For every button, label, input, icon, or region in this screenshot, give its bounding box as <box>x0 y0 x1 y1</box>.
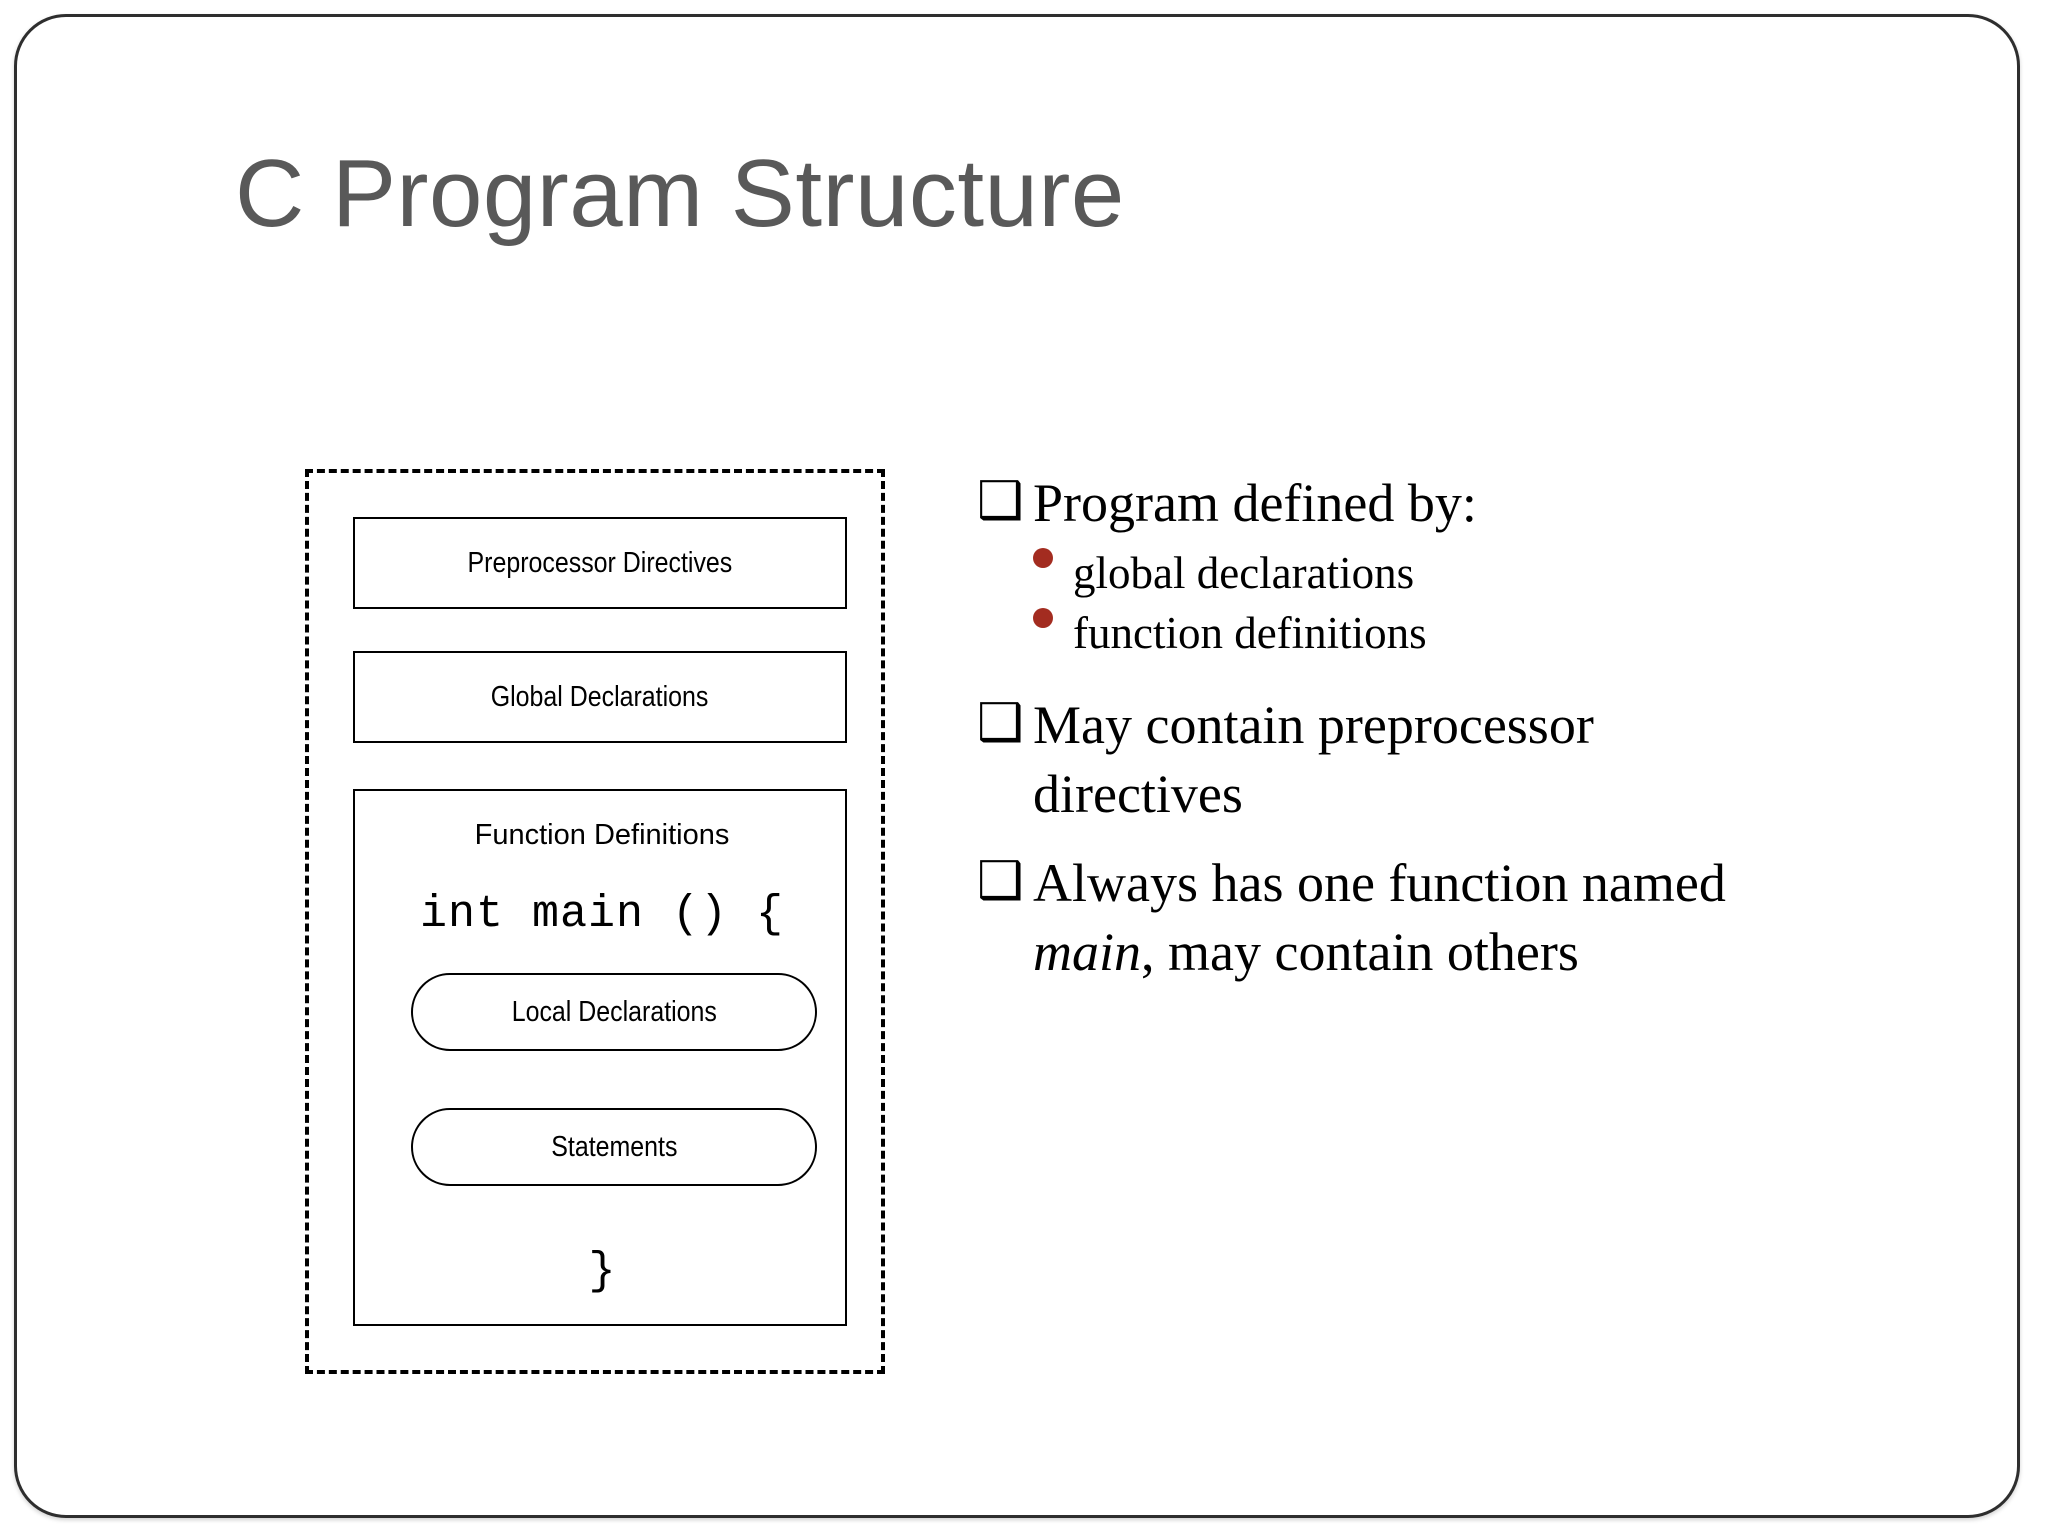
spacer <box>977 835 1807 849</box>
bullet-text: May contain preprocessor directives <box>1033 694 1594 824</box>
bullet-item-may-contain-preprocessor: ❑ May contain preprocessor directives <box>977 691 1807 829</box>
bullet-text-before: Always has one function named <box>1033 853 1726 914</box>
c-program-structure-diagram: Preprocessor Directives Global Declarati… <box>305 469 885 1374</box>
diagram-box-label: Function Definitions <box>355 819 849 852</box>
code-line-main-open: int main () { <box>419 889 785 940</box>
sub-bullet-text: function definitions <box>1073 607 1427 658</box>
sub-bullet-item-function-definitions: function definitions <box>1033 604 1807 663</box>
diagram-pill-label: Local Declarations <box>511 995 717 1028</box>
bullet-list: ❑ Program defined by: global declaration… <box>977 469 1807 993</box>
bullet-item-program-defined-by: ❑ Program defined by: <box>977 469 1807 538</box>
bullet-text-after: , may contain others <box>1141 922 1579 983</box>
diagram-box-preprocessor-directives: Preprocessor Directives <box>353 517 847 609</box>
page-title: C Program Structure <box>235 140 1125 247</box>
bullet-marker-icon: ❑ <box>977 473 1024 530</box>
slide-frame: C Program Structure Preprocessor Directi… <box>14 14 2020 1518</box>
diagram-box-label: Preprocessor Directives <box>467 546 733 579</box>
sub-bullet-dot-icon <box>1033 604 1073 628</box>
bullet-item-always-has-main: ❑ Always has one function named main, ma… <box>977 849 1807 987</box>
diagram-box-function-definitions: Function Definitions int main () { Local… <box>353 789 847 1326</box>
diagram-pill-statements: Statements <box>411 1108 817 1186</box>
bullet-marker-icon: ❑ <box>977 694 1024 752</box>
diagram-box-label: Global Declarations <box>491 680 709 713</box>
bullet-text: Always has one function named main, may … <box>1033 849 1807 987</box>
diagram-pill-label: Statements <box>550 1130 678 1163</box>
diagram-pill-local-declarations: Local Declarations <box>411 973 817 1051</box>
bullet-marker-icon: ❑ <box>977 853 1024 911</box>
code-line-main-close: } <box>588 1246 616 1297</box>
sub-bullet-text: global declarations <box>1073 548 1415 599</box>
sub-bullet-list: global declarations function definitions <box>977 544 1807 663</box>
sub-bullet-item-global-declarations: global declarations <box>1033 544 1807 603</box>
spacer <box>977 677 1807 691</box>
bullet-text: Program defined by: <box>1033 473 1477 533</box>
program-dashed-boundary <box>305 469 885 1374</box>
function-definitions-label: Function Definitions <box>474 819 730 851</box>
sub-bullet-dot-icon <box>1033 544 1073 569</box>
bullet-text-italic-main: main <box>1033 922 1141 983</box>
diagram-box-global-declarations: Global Declarations <box>353 651 847 743</box>
